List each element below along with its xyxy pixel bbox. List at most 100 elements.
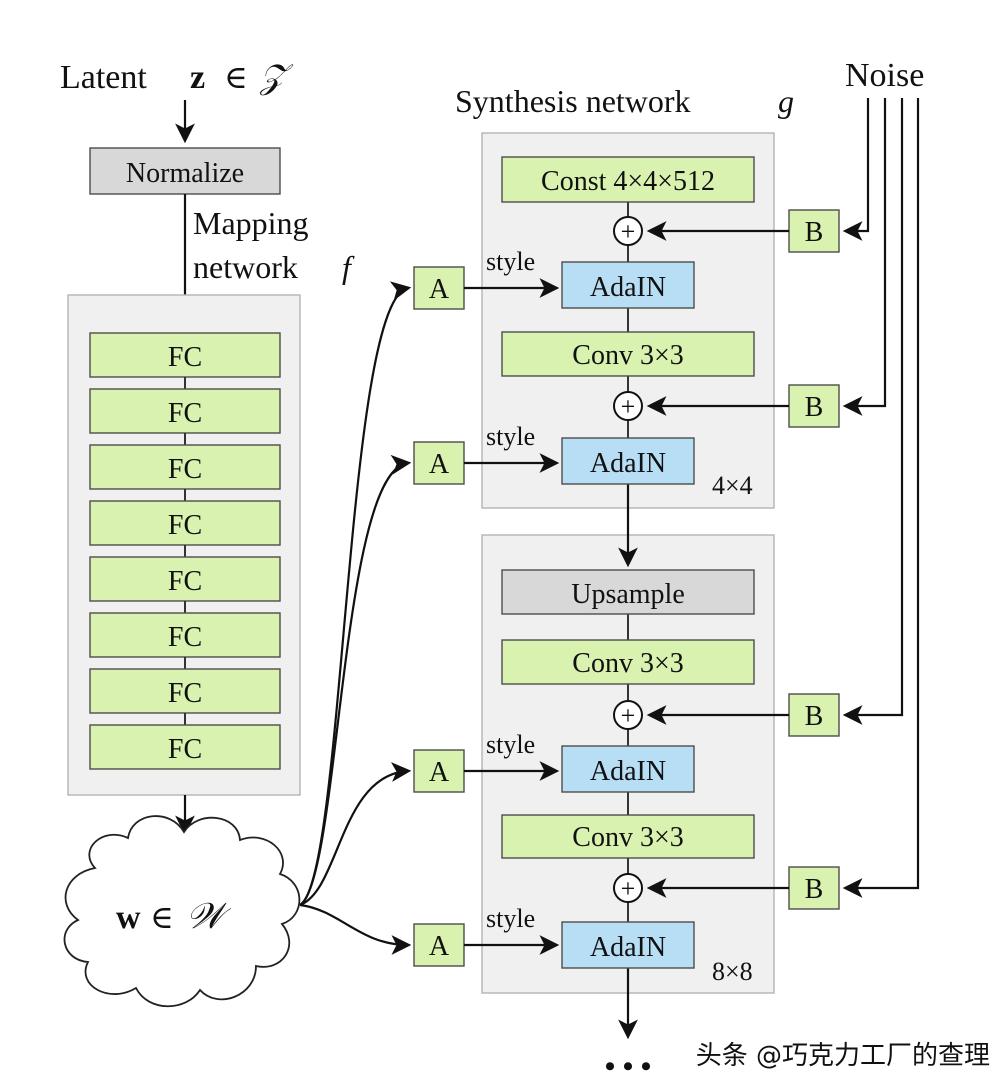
fc-box <box>89 388 281 434</box>
fc-label: FC <box>168 342 202 373</box>
plus-node-3: + <box>613 700 643 730</box>
fc-label: FC <box>168 510 202 541</box>
w-cloud: w ∈ 𝒲 <box>63 815 301 1008</box>
noise-label: Noise <box>845 57 924 94</box>
noise-add-nodes: + + + + <box>613 216 643 903</box>
noise-line <box>842 98 920 898</box>
w-to-a-connectors <box>299 281 412 955</box>
fc-layer-1: FC <box>89 332 281 378</box>
fc-layer-8: FC <box>89 724 281 770</box>
a-box <box>413 441 465 485</box>
w-to-a3-curve <box>299 762 412 907</box>
adain-block-3: AdaIN <box>561 745 695 793</box>
b-label: B <box>805 874 824 905</box>
adain-block-4: AdaIN <box>561 921 695 969</box>
style-label: style <box>486 422 535 451</box>
mapping-label-line1: Mapping <box>193 205 309 241</box>
plus-node-1: + <box>613 216 643 246</box>
synthesis-label: Synthesis network <box>455 83 691 119</box>
adain-box-1 <box>561 261 695 309</box>
b-label: B <box>805 217 824 248</box>
upsample-label: Upsample <box>571 579 685 610</box>
fc-label: FC <box>168 566 202 597</box>
noise-b-1: B <box>646 98 870 253</box>
noise-b-4: B <box>646 98 920 910</box>
conv-label-2: Conv 3×3 <box>572 648 683 679</box>
latent-var: z <box>190 59 205 96</box>
fc-box <box>89 332 281 378</box>
fc-label: FC <box>168 734 202 765</box>
plus-circle <box>613 391 643 421</box>
fc-layer-6: FC <box>89 612 281 658</box>
fc-label: FC <box>168 678 202 709</box>
w-to-a4-curve <box>299 903 412 955</box>
conv-box-2 <box>501 639 755 685</box>
fc-layer-7: FC <box>89 668 281 714</box>
a-label: A <box>429 449 450 480</box>
fc-label: FC <box>168 622 202 653</box>
const-block: Const 4×4×512 <box>501 156 755 203</box>
adain-label-2: AdaIN <box>590 448 666 479</box>
b-label: B <box>805 392 824 423</box>
plus-circle <box>613 873 643 903</box>
synthesis-var: g <box>778 83 794 119</box>
fc-layer-4: FC <box>89 500 281 546</box>
conv-block-3: Conv 3×3 <box>501 814 755 859</box>
style-label: style <box>486 904 535 933</box>
fc-box <box>89 724 281 770</box>
plus-circle <box>613 700 643 730</box>
mapping-var: f <box>342 249 355 285</box>
a-box <box>413 923 465 967</box>
plus-symbol: + <box>621 217 636 246</box>
fc-label: FC <box>168 454 202 485</box>
fc-stack: FC FC FC FC FC FC FC FC <box>89 332 281 770</box>
fc-layer-5: FC <box>89 556 281 602</box>
adain-box-2 <box>561 437 695 485</box>
conv-label-1: Conv 3×3 <box>572 340 683 371</box>
adain-box-4 <box>561 921 695 969</box>
fc-box <box>89 444 281 490</box>
b-label: B <box>805 701 824 732</box>
const-label: Const 4×4×512 <box>541 166 715 197</box>
a-box <box>413 266 465 310</box>
fc-box <box>89 500 281 546</box>
latent-title: Latent z ∈ 𝒵 <box>60 59 294 96</box>
fc-box <box>89 612 281 658</box>
b-box <box>788 209 840 253</box>
noise-b-3: B <box>646 98 904 737</box>
latent-elem: ∈ <box>224 59 248 95</box>
conv-box-1 <box>501 331 755 377</box>
conv-box-3 <box>501 814 755 859</box>
normalize-block: Normalize <box>89 147 281 195</box>
continuation-ellipsis: • • • <box>605 1050 652 1083</box>
fc-box <box>89 556 281 602</box>
adain-block-1: AdaIN <box>561 261 695 309</box>
plus-node-2: + <box>613 391 643 421</box>
fc-layer-2: FC <box>89 388 281 434</box>
adain-block-2: AdaIN <box>561 437 695 485</box>
conv-block-1: Conv 3×3 <box>501 331 755 377</box>
plus-node-4: + <box>613 873 643 903</box>
normalize-label: Normalize <box>126 158 244 189</box>
w-var: w <box>116 899 141 936</box>
noise-line <box>842 98 870 241</box>
plus-symbol: + <box>621 701 636 730</box>
b-box <box>788 693 840 737</box>
noise-line <box>842 98 887 416</box>
style-label: style <box>486 247 535 276</box>
latent-space: 𝒵 <box>259 59 294 96</box>
conv-label-3: Conv 3×3 <box>572 822 683 853</box>
noise-b-2: B <box>646 98 887 428</box>
fc-label: FC <box>168 398 202 429</box>
a-label: A <box>429 274 450 305</box>
adain-box-3 <box>561 745 695 793</box>
a-label: A <box>429 931 450 962</box>
upsample-box <box>501 569 755 615</box>
noise-scale-boxes: B B B B <box>646 98 920 910</box>
fc-layer-3: FC <box>89 444 281 490</box>
mapping-network-label: Mapping network f <box>193 205 355 285</box>
plus-symbol: + <box>621 874 636 903</box>
